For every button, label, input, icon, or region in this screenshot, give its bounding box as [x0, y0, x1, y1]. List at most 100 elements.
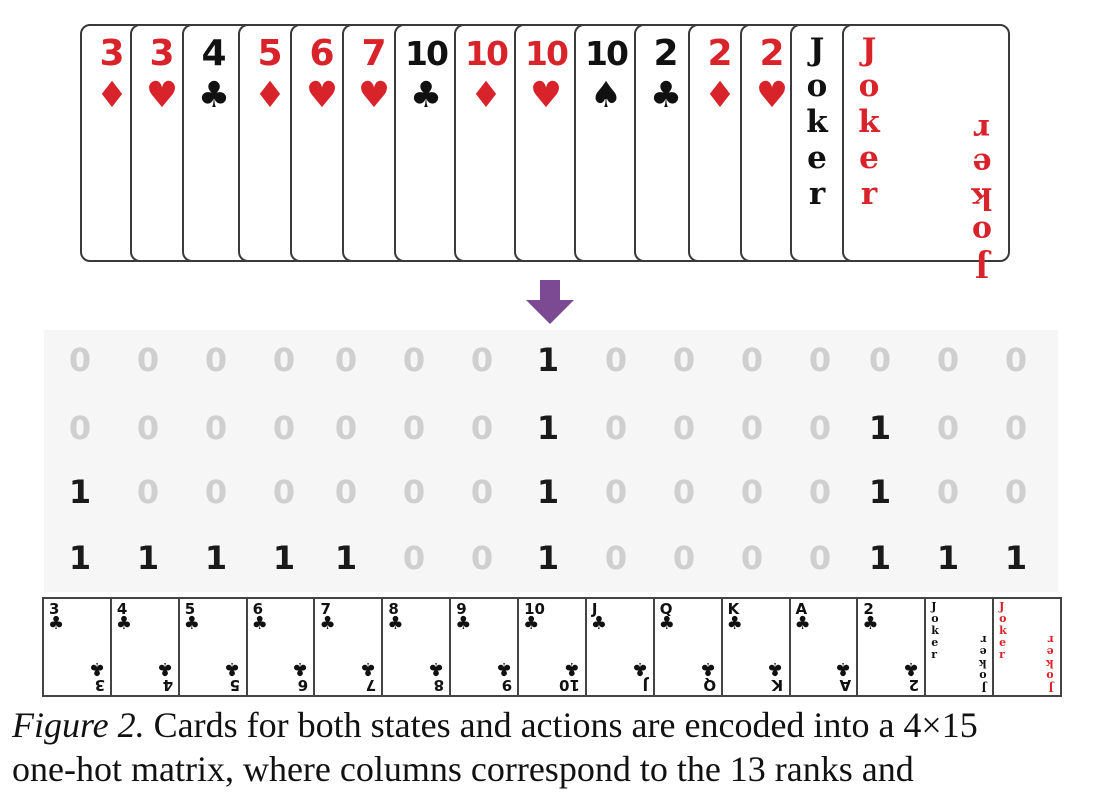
club-icon: ♣	[224, 658, 241, 679]
card-rank: J	[591, 600, 598, 618]
club-icon: ♣	[590, 613, 608, 634]
card-rank-inverted: 4	[162, 676, 173, 694]
matrix-cell: 0	[672, 341, 696, 379]
column-card: 10♣10♣	[517, 597, 587, 697]
club-icon: ♣	[455, 613, 472, 634]
card-rank: 7	[320, 600, 331, 618]
card-rank-inverted: 7	[365, 676, 377, 694]
matrix-cell: 0	[740, 473, 764, 511]
matrix-cell: 1	[536, 539, 560, 577]
card-rank-inverted: Q	[702, 676, 716, 694]
card-rank-inverted: A	[839, 676, 852, 694]
card-suit-icon: ♦	[469, 75, 503, 116]
figure-label: Figure 2.	[12, 705, 145, 745]
club-icon: ♣	[726, 613, 743, 634]
card-rank: 3	[149, 33, 175, 74]
matrix-cell: 0	[1004, 409, 1028, 447]
down-arrow-icon	[526, 280, 574, 324]
matrix-cell: 1	[868, 473, 892, 511]
card-rank: Q	[659, 600, 673, 618]
matrix-cell: 0	[868, 341, 892, 379]
club-icon: ♣	[360, 658, 377, 679]
matrix-cell: 0	[470, 341, 494, 379]
card-rank-inverted: J	[642, 676, 648, 694]
card-rank-inverted: K	[771, 676, 784, 694]
card-corner-inverted: J♣	[632, 658, 648, 694]
matrix-cell: 0	[672, 539, 696, 577]
card-suit-icon: ♥	[305, 75, 339, 116]
card-corner-inverted: 10♣	[559, 658, 580, 694]
club-icon: ♣	[563, 658, 580, 679]
column-card: 5♣5♣	[177, 597, 248, 697]
matrix-cell: 0	[334, 341, 358, 379]
column-card: 6♣6♣	[245, 597, 316, 697]
column-card: A♣A♣	[788, 597, 859, 697]
club-icon: ♣	[835, 658, 852, 679]
card-corner-inverted: 9♣	[496, 658, 512, 694]
card-rank: 10	[465, 34, 509, 73]
club-icon: ♣	[523, 613, 540, 634]
matrix-cell: 1	[868, 539, 892, 577]
card-rank: 3	[99, 33, 125, 74]
card-rank: 2	[653, 33, 679, 74]
card-corner-inverted: 6♣	[292, 658, 309, 694]
card-rank-inverted: 5	[230, 676, 241, 694]
club-icon: ♣	[48, 613, 65, 634]
matrix-cell: 0	[604, 409, 628, 447]
matrix-cell: 1	[136, 539, 160, 577]
card-corner-inverted: 2♣	[903, 658, 920, 694]
matrix-cell: 0	[402, 409, 426, 447]
card-rank-inverted: 2	[908, 676, 920, 694]
card-corner-inverted: 4♣	[157, 658, 173, 694]
matrix-cell: 0	[136, 341, 160, 379]
joker-label-inverted: J o k e r	[1046, 633, 1054, 694]
caption-text-1: Cards for both states and actions are en…	[144, 705, 978, 745]
matrix-cell: 0	[740, 539, 764, 577]
club-icon: ♣	[251, 613, 268, 634]
card-suit-icon: ♥	[755, 75, 789, 116]
card-rank-inverted: 10	[559, 676, 580, 694]
card-rank: 10	[524, 600, 545, 618]
matrix-cell: 0	[672, 473, 696, 511]
column-card: J♣J♣	[584, 597, 655, 697]
matrix-cell: 0	[136, 409, 160, 447]
club-icon: ♣	[183, 613, 200, 634]
card-corner-inverted: A♣	[835, 658, 852, 694]
card-rank: K	[727, 600, 740, 618]
card-corner-inverted: 8♣	[428, 658, 444, 694]
card-rank: 4	[201, 33, 227, 74]
card-suit-icon: ♥	[357, 75, 391, 116]
matrix-cell: 1	[334, 539, 358, 577]
card-rank: 4	[116, 600, 128, 618]
joker-label: J o k e r	[858, 32, 880, 212]
matrix-cell: 0	[470, 473, 494, 511]
club-icon: ♣	[292, 658, 309, 679]
card-rank: 10	[525, 34, 569, 73]
caption-line-1: Figure 2. Cards for both states and acti…	[12, 703, 1112, 747]
card-rank: 5	[184, 600, 196, 618]
figure-caption: Figure 2. Cards for both states and acti…	[12, 703, 1112, 791]
card-suit-icon: ♥	[145, 75, 179, 116]
column-card: 4♣4♣	[109, 597, 180, 697]
matrix-cell: 1	[536, 341, 560, 379]
matrix-cell: 0	[272, 473, 296, 511]
club-icon: ♣	[88, 658, 105, 679]
matrix-cell: 0	[402, 473, 426, 511]
card-suit-icon: ♣	[649, 75, 683, 116]
column-card: 8♣8♣	[381, 597, 452, 697]
card-rank: 9	[456, 600, 467, 618]
matrix-cell: 0	[604, 473, 628, 511]
matrix-cell: 0	[204, 473, 228, 511]
matrix-cell: 0	[334, 473, 358, 511]
column-card: K♣K♣	[720, 597, 791, 697]
card-corner-inverted: 5♣	[224, 658, 241, 694]
matrix-cell: 0	[808, 473, 832, 511]
joker-label-inverted: J o k e r	[971, 112, 993, 283]
matrix-cell: 0	[402, 341, 426, 379]
matrix-cell: 0	[136, 473, 160, 511]
card-suit-icon: ♦	[703, 75, 737, 116]
matrix-cell: 0	[1004, 473, 1028, 511]
